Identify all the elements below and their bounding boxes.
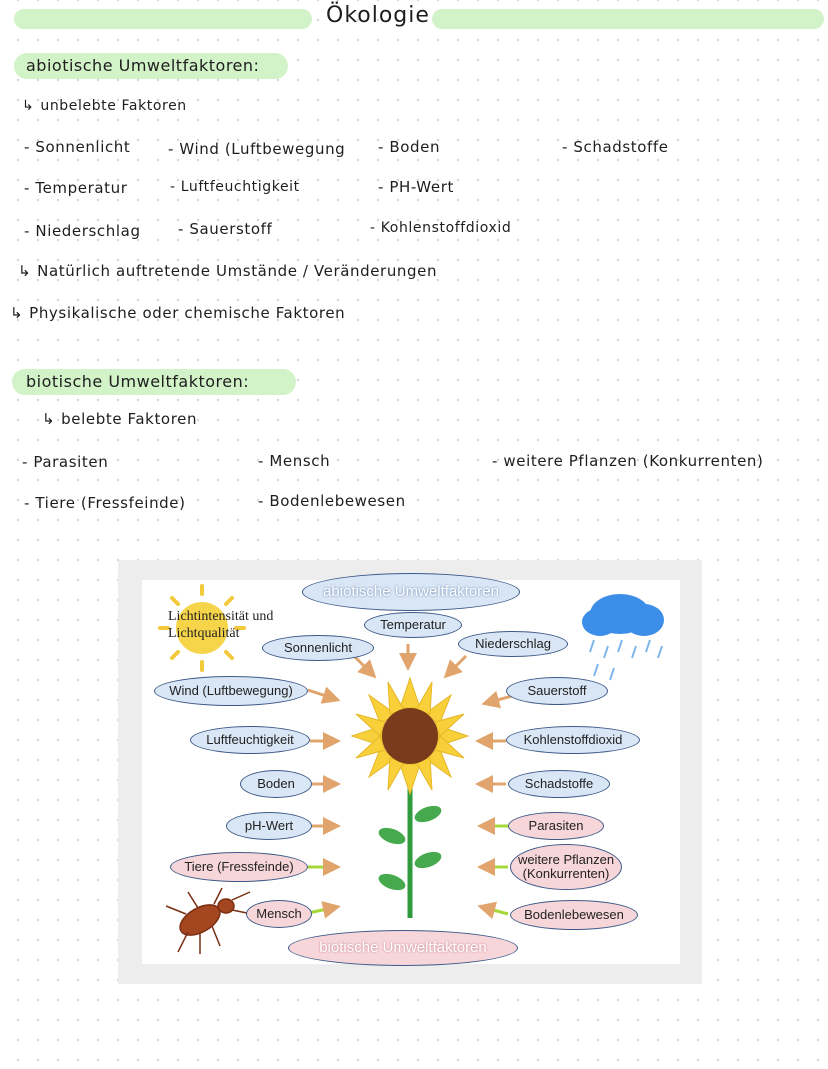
title-highlight-right — [432, 9, 824, 29]
factor-parasiten: Parasiten — [508, 812, 604, 840]
abiotic-item-niederschlag: - Niederschlag — [24, 222, 141, 240]
biotic-subheading: belebte Faktoren — [42, 410, 197, 428]
biotic-item-parasiten: - Parasiten — [22, 453, 109, 471]
factor-pflanzen-line2: (Konkurrenten) — [522, 866, 610, 881]
factor-pflanzen: weitere Pflanzen (Konkurrenten) — [510, 844, 622, 890]
page-title: Ökologie — [326, 3, 430, 28]
ecology-diagram: Lichtintensität und Lichtqualität abioti… — [118, 560, 702, 984]
biotic-item-tiere: - Tiere (Fressfeinde) — [24, 494, 186, 512]
biotic-title-ellipse: biotische Umweltfaktoren — [288, 930, 518, 966]
abiotic-item-temperatur: - Temperatur — [24, 179, 128, 197]
biotic-item-pflanzen: - weitere Pflanzen (Konkurrenten) — [492, 452, 764, 470]
abiotic-item-wind: - Wind (Luftbewegung — [168, 140, 346, 158]
abiotic-heading-highlight — [14, 53, 288, 79]
factor-pflanzen-line1: weitere Pflanzen — [517, 852, 615, 867]
abiotic-item-boden: - Boden — [378, 138, 441, 156]
sun-label-line1: Lichtintensität und — [168, 609, 274, 624]
sun-label-line2: Lichtqualität — [168, 626, 240, 641]
abiotic-item-sauerstoff: - Sauerstoff — [178, 220, 273, 238]
factor-boden: Boden — [240, 770, 312, 798]
abiotic-item-sonnenlicht: - Sonnenlicht — [24, 138, 131, 156]
factor-luftfeuchtigkeit: Luftfeuchtigkeit — [190, 726, 310, 754]
biotic-item-bodenlebewesen: - Bodenlebewesen — [258, 492, 406, 510]
abiotic-heading: abiotische Umweltfaktoren: — [26, 56, 260, 75]
title-highlight-left — [14, 9, 312, 29]
biotic-heading-highlight — [12, 369, 296, 395]
sunflower-icon — [350, 676, 470, 918]
abiotic-item-luftfeuchtigkeit: - Luftfeuchtigkeit — [170, 179, 300, 195]
factor-wind: Wind (Luftbewegung) — [154, 676, 308, 706]
factor-ph: pH-Wert — [226, 812, 312, 840]
abiotic-note-physical: Physikalische oder chemische Faktoren — [10, 304, 345, 322]
factor-temperatur: Temperatur — [364, 612, 462, 638]
abiotic-title-ellipse: abiotische Umweltfaktoren — [302, 573, 520, 611]
factor-bodenlebewesen: Bodenlebewesen — [510, 900, 638, 930]
abiotic-item-ph: - PH-Wert — [378, 178, 454, 196]
biotic-arrows — [307, 817, 509, 920]
abiotic-subheading: unbelebte Faktoren — [22, 98, 187, 114]
abiotic-note-natural: Natürlich auftretende Umstände / Verände… — [18, 262, 437, 280]
diagram-graphics — [158, 584, 664, 954]
diagram-canvas: Lichtintensität und Lichtqualität abioti… — [142, 573, 680, 966]
biotic-heading: biotische Umweltfaktoren: — [26, 372, 250, 391]
factor-tiere: Tiere (Fressfeinde) — [170, 852, 308, 882]
factor-sauerstoff: Sauerstoff — [506, 677, 608, 705]
factor-schadstoffe: Schadstoffe — [508, 770, 610, 798]
rain-cloud-icon — [582, 594, 664, 681]
abiotic-item-schadstoffe: - Schadstoffe — [562, 138, 669, 156]
factor-kohlenstoffdioxid: Kohlenstoffdioxid — [506, 726, 640, 754]
factor-mensch: Mensch — [246, 900, 312, 928]
factor-sonnenlicht: Sonnenlicht — [262, 635, 374, 661]
sun-label: Lichtintensität und Lichtqualität — [168, 608, 273, 642]
abiotic-item-kohlenstoffdioxid: - Kohlenstoffdioxid — [370, 220, 512, 236]
biotic-item-mensch: - Mensch — [258, 452, 331, 470]
beetle-icon — [165, 887, 253, 954]
factor-arrows — [307, 644, 513, 835]
sun-icon — [158, 584, 246, 672]
factor-niederschlag: Niederschlag — [458, 631, 568, 657]
